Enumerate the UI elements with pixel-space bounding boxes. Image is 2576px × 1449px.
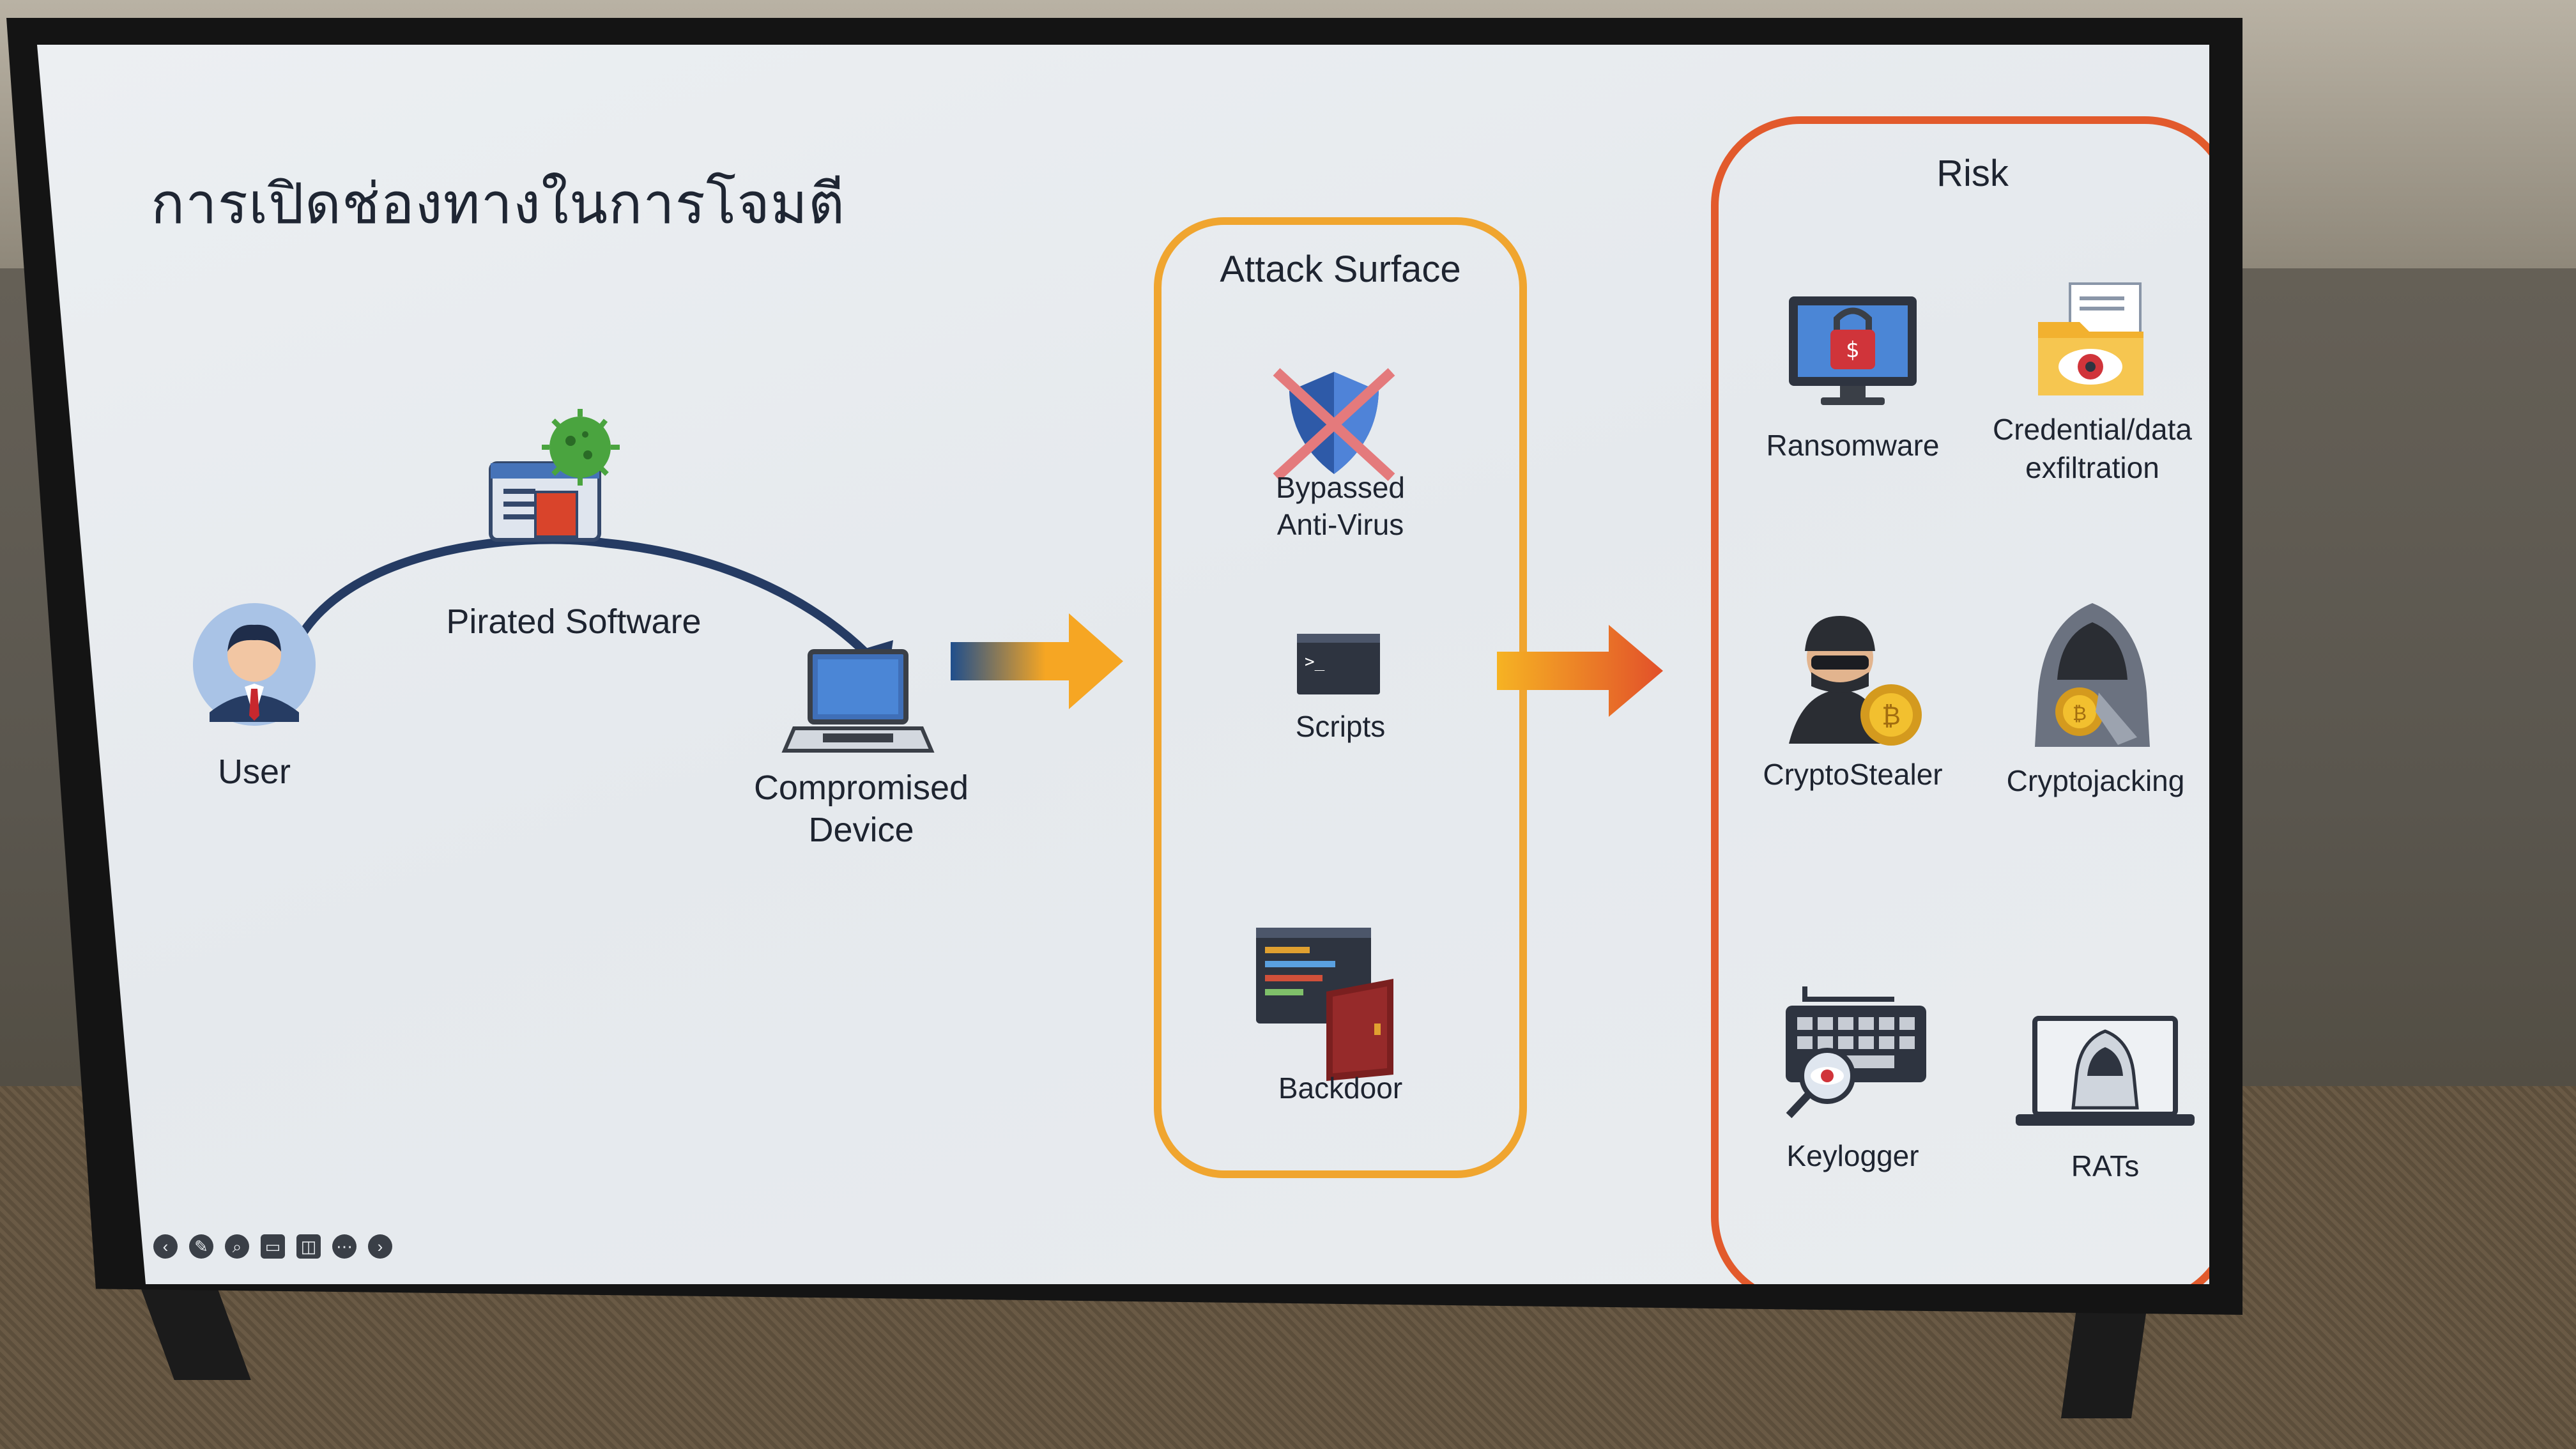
attack-surface-panel: Attack Surface Bypassed Anti-Virus >_ Sc…	[1154, 217, 1527, 1178]
shield-crossed-icon	[1273, 368, 1395, 481]
camera-off-icon[interactable]: ◫	[296, 1234, 321, 1259]
cryptojacking-label: Cryptojacking	[2006, 764, 2185, 797]
credential-label-line1: Credential/data	[1993, 413, 2192, 446]
svg-text:$: $	[1846, 337, 1860, 363]
cryptostealer-label: CryptoStealer	[1763, 758, 1943, 791]
hooded-hacker-icon: ₿	[2035, 603, 2150, 747]
credential-label-line2: exfiltration	[2025, 451, 2159, 484]
ransomware-monitor-icon: $	[1789, 296, 1917, 405]
pen-icon[interactable]: ✎	[189, 1234, 213, 1259]
compromised-device-label-line1: Compromised	[753, 769, 969, 807]
gradient-arrow-2	[1497, 625, 1663, 717]
subtitles-icon[interactable]: ▭	[261, 1234, 285, 1259]
laptop-hacker-icon	[2016, 1016, 2195, 1126]
gradient-arrow-1	[951, 613, 1123, 709]
more-options-icon[interactable]: ⋯	[332, 1234, 356, 1259]
previous-slide-icon[interactable]: ‹	[153, 1234, 178, 1259]
pirated-software-label: Pirated Software	[446, 602, 702, 641]
pirated-software-icon	[489, 409, 620, 542]
bypassed-label-line2: Anti-Virus	[1276, 508, 1404, 541]
bypassed-antivirus-label: Bypassed Anti-Virus	[1162, 469, 1519, 543]
risk-panel: Risk $ Ransomware Credential/data exfilt…	[1711, 116, 2209, 1284]
folder-eye-icon	[2038, 282, 2143, 395]
user-avatar-icon	[193, 603, 316, 726]
keyboard-magnifier-icon	[1786, 986, 1926, 1119]
terminal-icon: >_	[1297, 634, 1380, 694]
laptop-icon	[781, 649, 935, 753]
svg-text:>_: >_	[1305, 652, 1325, 671]
compromised-device-label-line2: Device	[808, 811, 914, 849]
ransomware-label: Ransomware	[1766, 429, 1940, 462]
thief-bitcoin-icon: ₿	[1789, 616, 1922, 746]
rats-label: RATs	[2071, 1149, 2140, 1183]
zoom-icon[interactable]: ⌕	[225, 1234, 249, 1259]
backdoor-label: Backdoor	[1278, 1071, 1403, 1105]
risk-title: Risk	[1936, 153, 2009, 194]
svg-text:₿: ₿	[1882, 702, 1901, 731]
attack-surface-title: Attack Surface	[1220, 249, 1461, 290]
bypassed-label-line1: Bypassed	[1275, 471, 1405, 504]
keylogger-label: Keylogger	[1786, 1139, 1919, 1172]
user-label: User	[217, 753, 291, 791]
next-slide-icon[interactable]: ›	[368, 1234, 392, 1259]
svg-text:₿: ₿	[2073, 703, 2087, 725]
credential-exfiltration-label: Credential/data exfiltration	[1961, 410, 2209, 487]
scripts-label: Scripts	[1295, 710, 1386, 743]
presentation-slide: การเปิดช่องทางในการโจมตี User Pirated	[37, 45, 2209, 1284]
slide-title: การเปิดช่องทางในการโจมตี	[151, 171, 846, 236]
compromised-device-label: Compromised Device	[695, 767, 1027, 851]
backdoor-icon	[1256, 928, 1393, 1081]
